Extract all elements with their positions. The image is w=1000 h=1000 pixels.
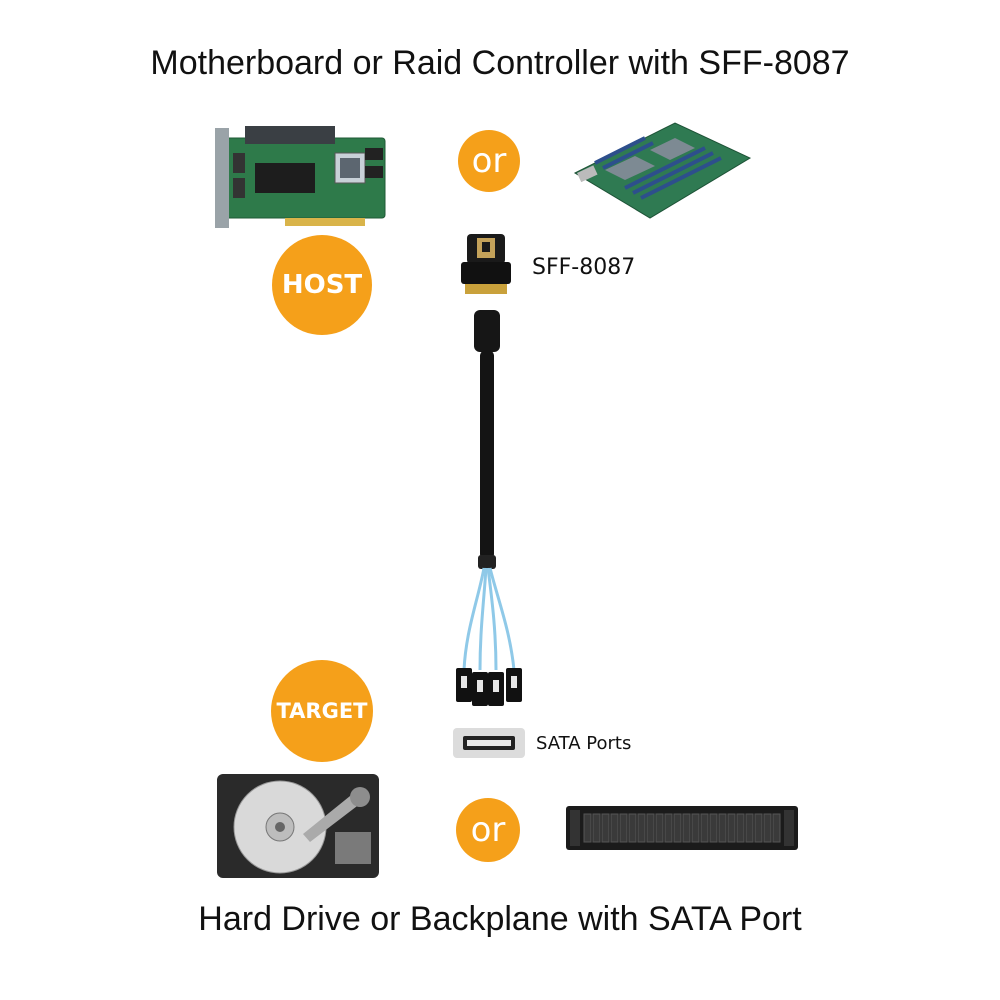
or-badge-top: or xyxy=(458,130,520,192)
motherboard-image xyxy=(573,122,752,219)
bottom-title: Hard Drive or Backplane with SATA Port xyxy=(198,900,802,938)
or-badge-bottom: or xyxy=(456,798,520,862)
sata-ports-label: SATA Ports xyxy=(536,733,632,754)
sff8087-connector-icon xyxy=(461,234,511,294)
target-badge: TARGET xyxy=(271,660,373,762)
top-title: Motherboard or Raid Controller with SFF-… xyxy=(150,44,850,82)
sata-port-icon xyxy=(453,728,525,758)
hard-drive-image xyxy=(217,774,379,878)
breakout-cable xyxy=(456,310,522,706)
host-badge: HOST xyxy=(272,235,372,335)
connector-label: SFF-8087 xyxy=(532,255,636,280)
backplane-image xyxy=(566,806,798,850)
raid-controller-image xyxy=(215,126,386,228)
